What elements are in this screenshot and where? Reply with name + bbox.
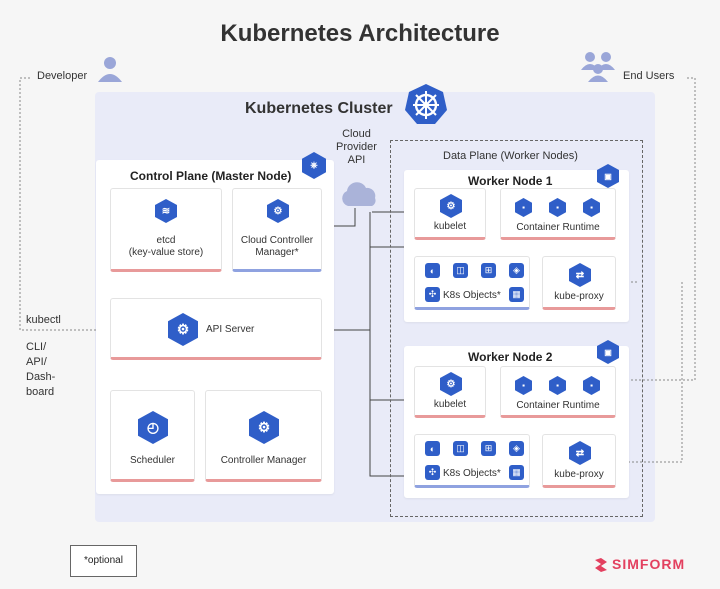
end-users-icon (580, 50, 616, 87)
sched-icon: ◴ (138, 411, 168, 444)
container-runtime-label: Container Runtime (516, 400, 600, 411)
data-plane (390, 140, 643, 517)
kubelet-box: ⚙ kubelet (414, 366, 486, 418)
container-icon: ▪ (515, 198, 532, 217)
namespace-icon: ▦ (509, 287, 524, 302)
developer-label: Developer (37, 70, 88, 82)
node-icon: ▣ (597, 164, 619, 188)
simform-brand: SIMFORM (612, 556, 686, 572)
kube-proxy-icon: ⇄ (569, 263, 591, 287)
api-icon: ⚙ (168, 313, 198, 346)
replicaset-icon: ◈ (509, 263, 524, 278)
c-m-icon: ⚙ (249, 411, 279, 444)
api-server-box: ⚙ API Server (110, 298, 322, 360)
k8s-objects-box: ◐ ◫ ⊞ ◈ ✣ ▦ K8s Objects* (414, 256, 530, 310)
kube-proxy-box: ⇄ kube-proxy (542, 434, 616, 488)
k8s-objects-box: ◐ ◫ ⊞ ◈ ✣ ▦ K8s Objects* (414, 434, 530, 488)
network-icon: ✣ (425, 465, 440, 480)
worker-node-title: Worker Node 1 (468, 174, 553, 188)
pod-icon: ◐ (425, 263, 440, 278)
kubernetes-logo-icon (404, 82, 448, 126)
deployment-icon: ⊞ (481, 441, 496, 456)
kube-proxy-label: kube-proxy (554, 469, 604, 480)
kubelet-box: ⚙ kubelet (414, 188, 486, 240)
cloud-provider-api-label: Cloud Provider API (336, 128, 377, 166)
controller-manager-box: ⚙ Controller Manager (205, 390, 322, 482)
kubectl-label: kubectl (26, 314, 61, 326)
scheduler-box: ◴ Scheduler (110, 390, 195, 482)
control-plane-title: Control Plane (Master Node) (130, 169, 292, 183)
cloud-controller-manager-box: ⚙ Cloud Controller Manager* (232, 188, 322, 272)
c-m-icon: ⚙ (267, 199, 289, 223)
page-title: Kubernetes Architecture (220, 20, 500, 47)
cloud-icon (338, 182, 382, 213)
container-runtime-box: ▪ ▪ ▪ Container Runtime (500, 366, 616, 418)
namespace-icon: ▦ (509, 465, 524, 480)
network-icon: ✣ (425, 287, 440, 302)
kubelet-label: kubelet (433, 399, 467, 410)
etcd-box: ≋ etcd (key-value store) (110, 188, 222, 272)
cli-api-dashboard-label: CLI/ API/ Dash- board (26, 341, 56, 398)
controller-manager-label: Controller Manager (220, 455, 307, 466)
kubelet-icon: ⚙ (440, 372, 462, 396)
cloud-controller-manager-label: Cloud Controller Manager* (240, 235, 314, 258)
service-icon: ◫ (453, 263, 468, 278)
etcd-label: etcd (key-value store) (128, 235, 204, 258)
container-icon: ▪ (549, 376, 566, 395)
k8s-objects-label: K8s Objects* (443, 290, 501, 301)
optional-note: *optional (70, 545, 137, 577)
kube-proxy-label: kube-proxy (554, 291, 604, 302)
kube-proxy-box: ⇄ kube-proxy (542, 256, 616, 310)
simform-logo-icon (594, 557, 608, 578)
developer-icon (96, 55, 124, 88)
replicaset-icon: ◈ (509, 441, 524, 456)
control-plane-icon: ⎈ (302, 152, 326, 179)
container-runtime-label: Container Runtime (516, 222, 600, 233)
kubelet-icon: ⚙ (440, 194, 462, 218)
worker-node-title: Worker Node 2 (468, 350, 553, 364)
scheduler-label: Scheduler (129, 455, 176, 466)
deployment-icon: ⊞ (481, 263, 496, 278)
kube-proxy-icon: ⇄ (569, 441, 591, 465)
container-icon: ▪ (583, 376, 600, 395)
container-icon: ▪ (515, 376, 532, 395)
etcd-icon: ≋ (155, 199, 177, 223)
api-server-label: API Server (206, 324, 255, 335)
container-icon: ▪ (583, 198, 600, 217)
node-icon: ▣ (597, 340, 619, 364)
cluster-title: Kubernetes Cluster (245, 100, 393, 117)
end-users-label: End Users (623, 70, 675, 82)
kubelet-label: kubelet (433, 221, 467, 232)
data-plane-title: Data Plane (Worker Nodes) (443, 150, 578, 162)
container-icon: ▪ (549, 198, 566, 217)
pod-icon: ◐ (425, 441, 440, 456)
service-icon: ◫ (453, 441, 468, 456)
k8s-objects-label: K8s Objects* (443, 468, 501, 479)
container-runtime-box: ▪ ▪ ▪ Container Runtime (500, 188, 616, 240)
